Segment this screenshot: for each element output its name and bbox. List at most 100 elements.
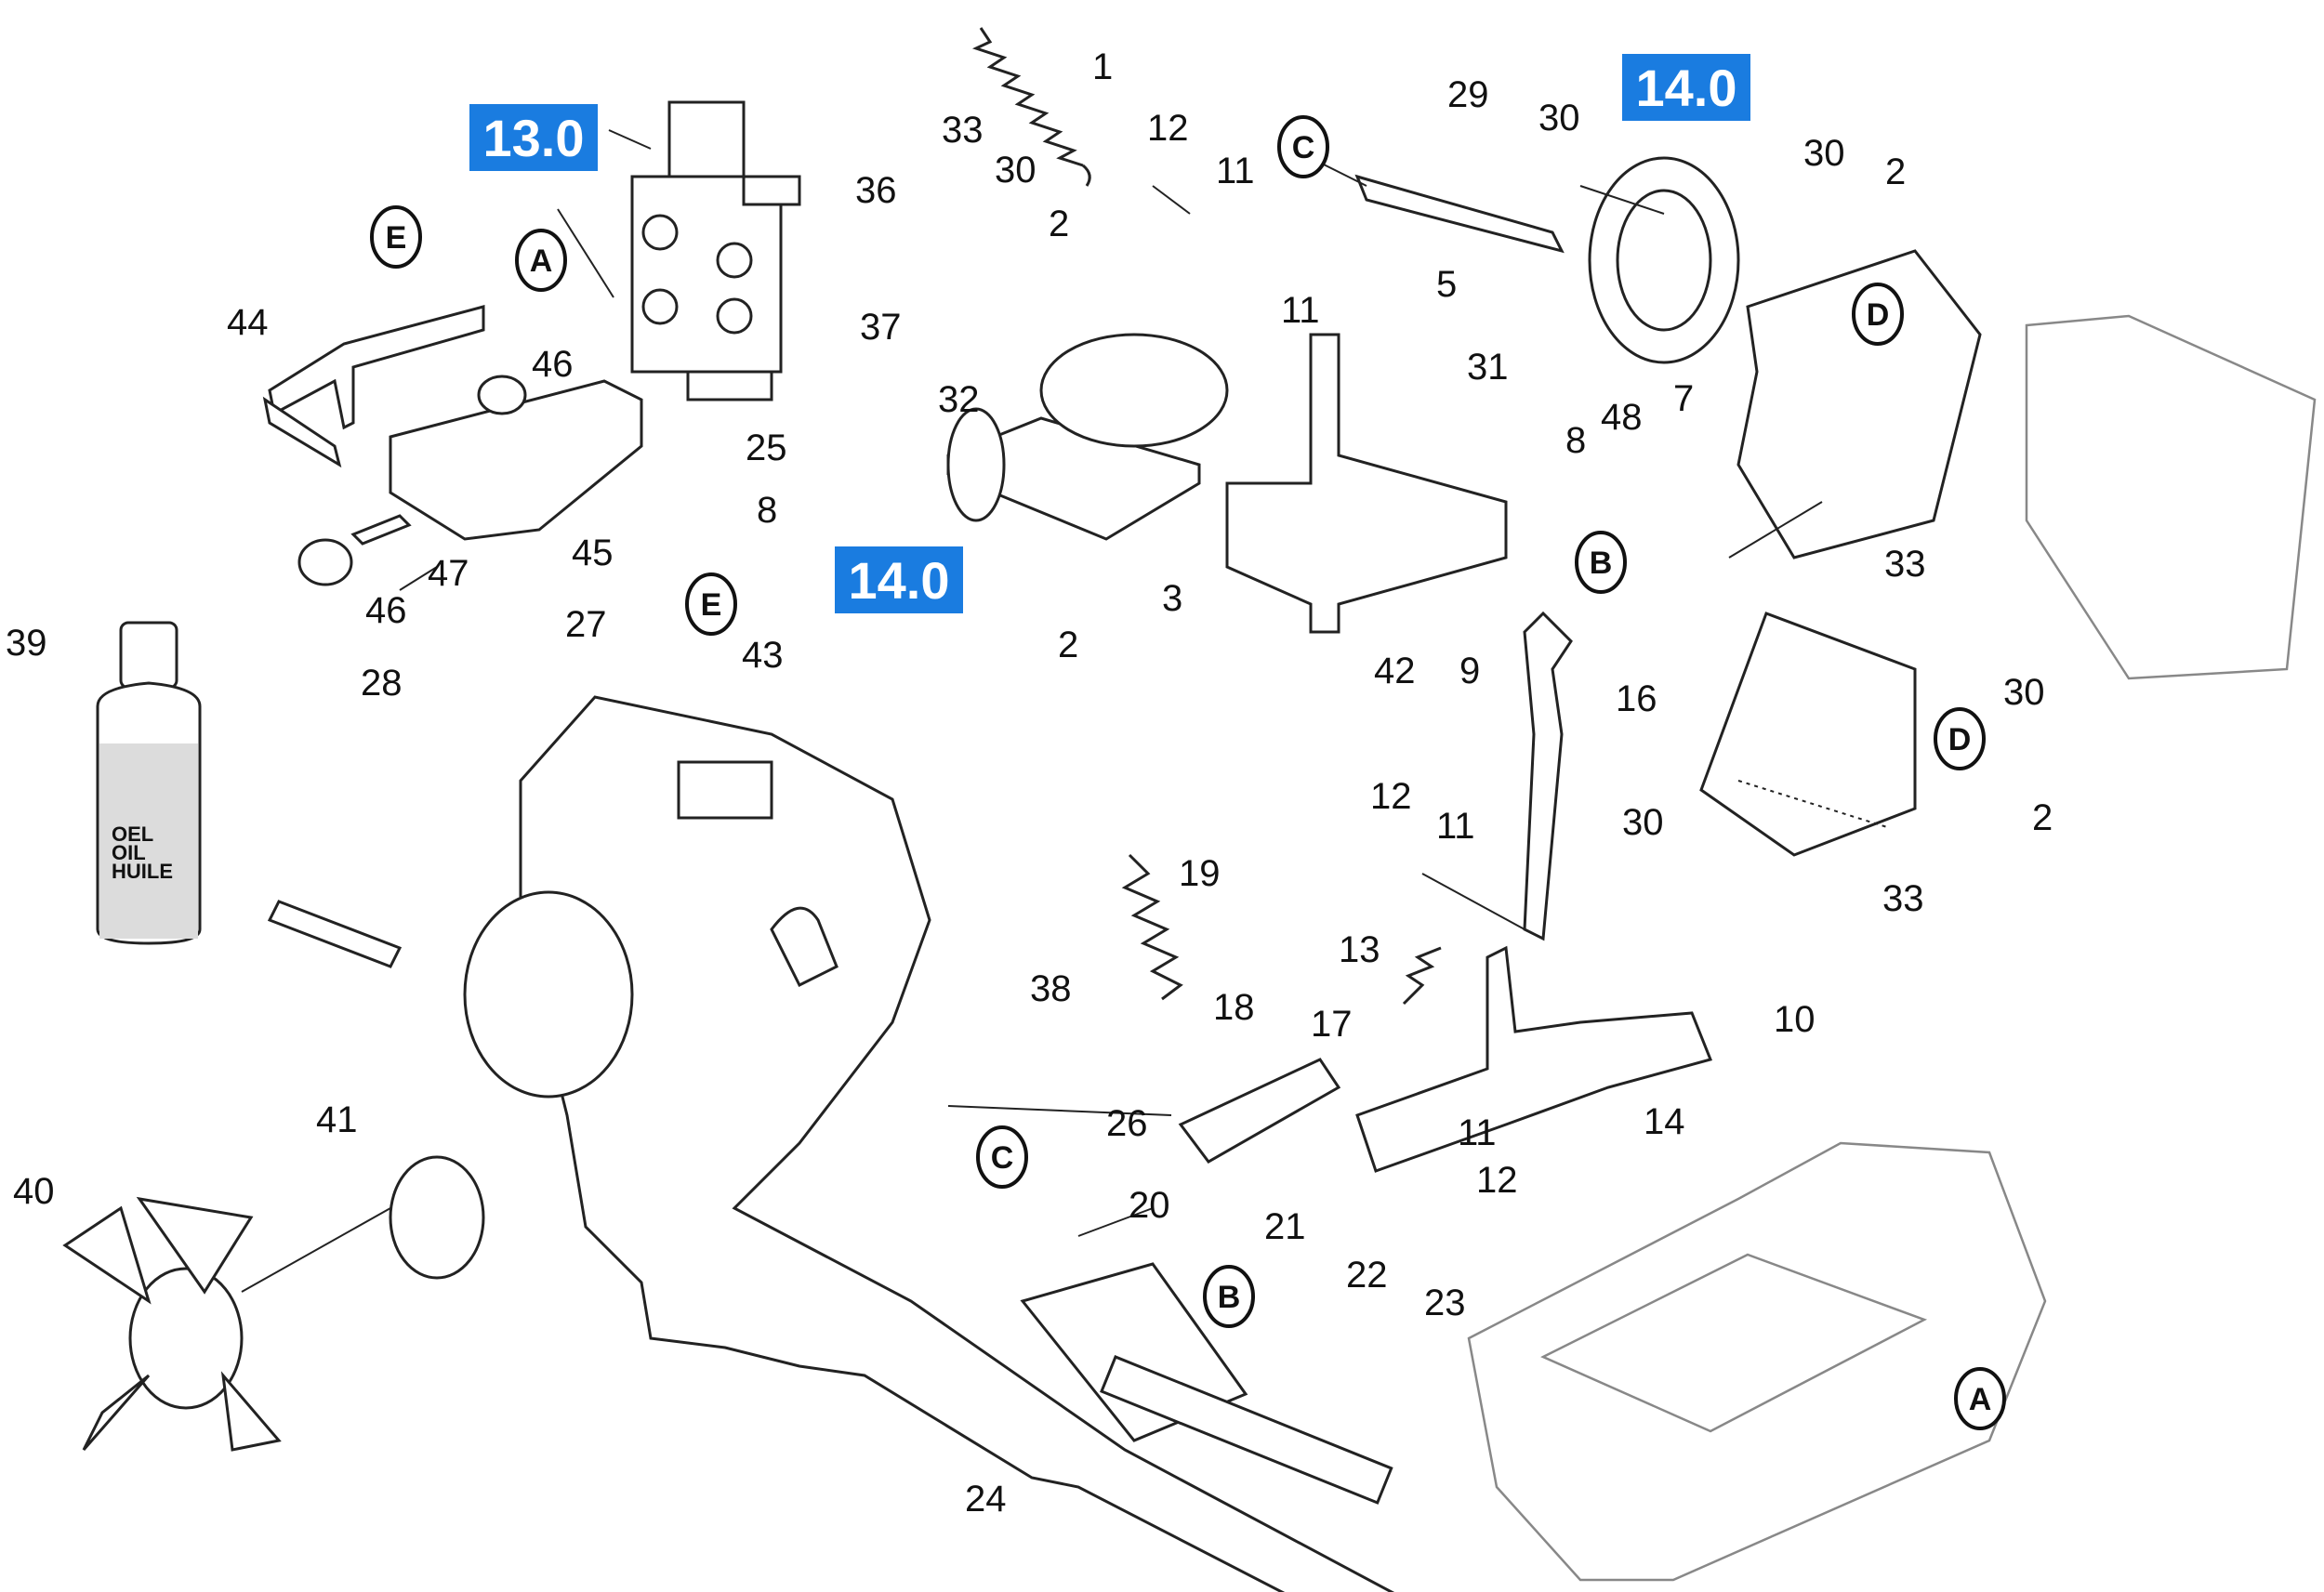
part-label: 8 [757,490,777,531]
part-label: 43 [742,635,784,676]
spring-part-19 [1121,853,1183,1001]
part-label: 47 [428,553,469,594]
ref-letter: E [701,587,722,623]
callout-label: 13.0 [483,109,585,167]
part-label: 30 [2003,672,2045,713]
part-label: 33 [1882,878,1924,919]
part-label: 36 [855,170,897,211]
part-label: 18 [1213,987,1255,1028]
part-label: 5 [1436,264,1457,305]
bottle-label-2: OIL [112,841,146,864]
part-label: 30 [995,150,1037,191]
ref-circle-b-bottom: B [1203,1265,1255,1328]
chassis-frame [1467,1141,2047,1582]
part-label: 2 [1885,151,1906,192]
part-label: 24 [965,1479,1007,1520]
callout-13-0: 13.0 [469,104,598,171]
part-label: 25 [746,428,787,468]
ref-letter: B [1218,1280,1241,1315]
part-label: 39 [6,623,47,664]
bracket-part-44 [262,305,485,468]
part-label: 32 [938,379,980,420]
part-label: 41 [316,1099,358,1140]
cover-part-d [1736,249,2317,680]
part-label: 9 [1459,651,1480,691]
part-label: 45 [572,533,614,573]
part-label: 46 [532,344,574,385]
ref-letter: D [1948,722,1972,757]
part-label: 40 [13,1171,55,1212]
part-label: 38 [1030,968,1072,1009]
frame-bracket-42 [1225,333,1508,634]
bottle-label-1: OEL [112,822,153,846]
part-label: 33 [1884,544,1926,585]
part-label: 28 [361,663,403,704]
ref-letter: A [530,243,553,279]
plate-part-33 [1699,612,1917,857]
ref-circle-e-top: E [370,205,422,269]
part-label: 11 [1216,151,1255,191]
callout-14-0-bottom: 14.0 [835,546,963,613]
ref-letter: D [1867,297,1890,333]
part-label: 29 [1447,74,1489,115]
spring-part-1 [971,27,1091,187]
part-label: 31 [1467,347,1509,388]
part-label: 16 [1616,678,1657,719]
part-label: 8 [1565,420,1586,461]
part-label: 2 [1049,204,1069,244]
plug-part-46 [297,514,412,586]
ref-letter: C [1292,130,1315,165]
part-label: 48 [1601,397,1643,438]
part-label: 12 [1476,1160,1518,1201]
part-number-labels: 1 2 2 2 2 3 5 7 8 8 9 10 11 11 11 11 12 … [6,46,2053,1520]
part-label: 12 [1147,108,1189,149]
part-label: 44 [227,302,269,343]
part-label: 20 [1129,1185,1170,1226]
lever-part-9 [1523,611,1573,941]
part-label: 13 [1339,929,1380,970]
part-label: 1 [1092,46,1113,87]
bottle-label-3: HUILE [112,860,173,883]
part-label: 42 [1374,651,1416,691]
pedal-mount [946,333,1229,541]
part-label: 12 [1370,776,1412,817]
part-label: 3 [1162,578,1182,619]
part-label: 46 [365,590,407,631]
block-part-45 [389,375,643,541]
ref-letter: B [1590,546,1613,581]
ref-circle-a-bottom: A [1954,1367,2006,1430]
part-label: 30 [1622,802,1664,843]
part-label: 37 [860,307,902,348]
pedal-pad-14 [1354,156,1740,364]
ref-circle-e-mid: E [685,572,737,636]
part-label: 27 [565,604,607,645]
transaxle-housing [267,695,1395,1592]
part-label: 22 [1346,1255,1388,1296]
part-label: 30 [1803,133,1845,174]
fan-part-40 [62,1155,485,1452]
part-label: 7 [1673,378,1694,419]
part-label: 26 [1106,1103,1148,1144]
callout-14-0-top: 14.0 [1622,54,1750,121]
part-label: 2 [2032,797,2053,838]
part-label: 11 [1458,1112,1497,1153]
valve-block [608,100,801,401]
ref-circle-b-right: B [1575,531,1627,594]
part-label: 2 [1058,625,1078,665]
ref-letter: A [1969,1382,1992,1417]
oil-bottle: OEL OIL HUILE [96,621,202,945]
ref-circle-d-bottom: D [1934,707,1986,770]
part-label: 19 [1179,853,1221,894]
bracket-part-17 [1178,1058,1341,1164]
callout-label: 14.0 [849,551,950,610]
part-label: 11 [1281,290,1320,331]
callout-label: 14.0 [1636,59,1737,117]
part-label: 21 [1264,1206,1306,1247]
part-label: 23 [1424,1283,1466,1323]
ref-circle-a-top: A [515,229,567,292]
ref-circle-c-top: C [1277,115,1329,178]
part-label: 17 [1311,1004,1353,1045]
part-label: 14 [1644,1101,1685,1142]
part-label: 10 [1774,999,1816,1040]
